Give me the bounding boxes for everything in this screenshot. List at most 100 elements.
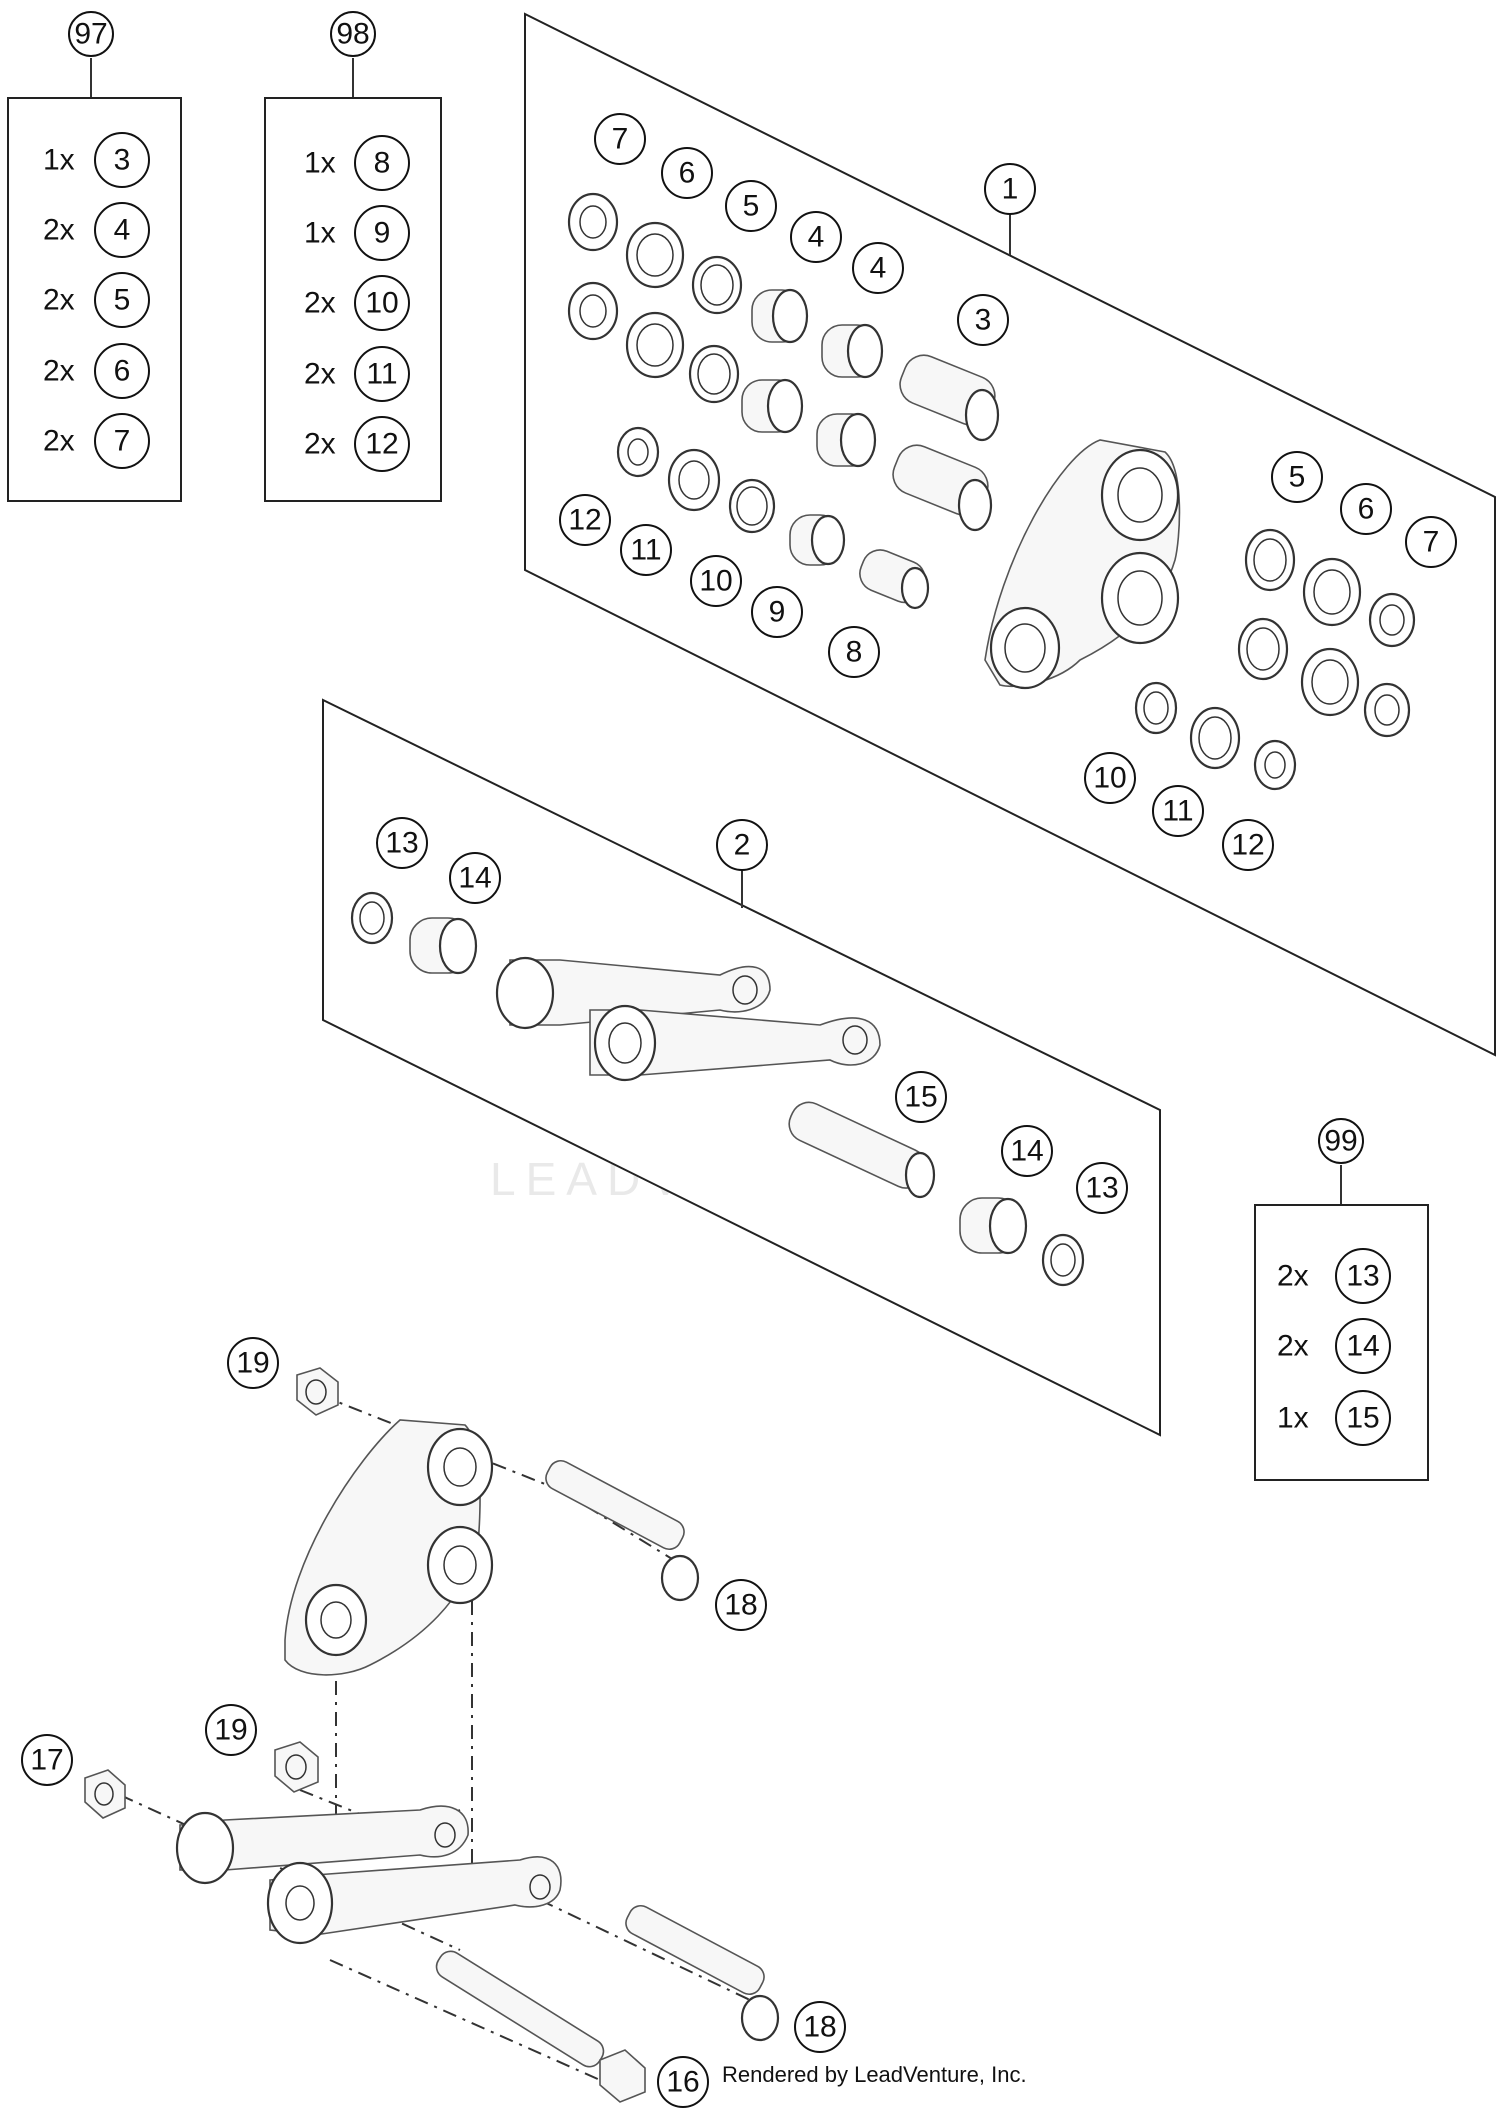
bolt-18-lower (625, 1904, 780, 2042)
svg-text:11: 11 (1162, 795, 1193, 828)
kit-98-row-5: 2x 12 (304, 416, 410, 472)
nut-19-upper (296, 1367, 339, 1416)
part-number: 4 (114, 214, 131, 247)
pull-rod-parts (350, 891, 1085, 1287)
part-number: 8 (374, 147, 391, 180)
svg-text:12: 12 (568, 504, 601, 537)
svg-text:7: 7 (612, 123, 629, 156)
svg-text:19: 19 (214, 1714, 247, 1747)
part-number: 15 (1346, 1402, 1379, 1435)
qty: 2x (43, 284, 75, 317)
qty: 1x (304, 147, 336, 180)
svg-text:13: 13 (1085, 1172, 1118, 1205)
svg-text:6: 6 (679, 157, 696, 190)
svg-text:9: 9 (769, 596, 786, 629)
part-number: 6 (114, 355, 131, 388)
part-number: 11 (366, 358, 397, 391)
kit-98-row-2: 1x 9 (304, 205, 410, 261)
svg-text:13: 13 (385, 827, 418, 860)
callout-part-10: 10 (690, 555, 742, 607)
assembly-1-panel: 1 (524, 12, 1496, 1057)
qty: 1x (304, 217, 336, 250)
part-number: 13 (1346, 1260, 1379, 1293)
svg-text:18: 18 (724, 1589, 757, 1622)
callout-part-12: 12 (559, 494, 611, 546)
qty: 2x (43, 425, 75, 458)
svg-text:19: 19 (236, 1347, 269, 1380)
part-number: 10 (365, 287, 398, 320)
assembly-2-callout: 2 (716, 819, 768, 871)
callout-part-11: 11 (1152, 785, 1204, 837)
kit-97-row-4: 2x 6 (43, 343, 150, 399)
callout-part-10: 10 (1084, 752, 1136, 804)
callout-part-13: 13 (376, 817, 428, 869)
callout-part-5: 5 (725, 180, 777, 232)
kit-97-row-5: 2x 7 (43, 413, 150, 469)
svg-text:16: 16 (666, 2066, 699, 2099)
qty: 2x (304, 428, 336, 461)
svg-text:11: 11 (630, 534, 661, 567)
kit-99-row-1: 2x 13 (1277, 1248, 1391, 1304)
assembly-1-callout: 1 (984, 163, 1036, 215)
footer-credit: Rendered by LeadVenture, Inc. (722, 2062, 1027, 2087)
qty: 1x (1277, 1402, 1309, 1435)
callout-part-6: 6 (661, 147, 713, 199)
svg-text:10: 10 (699, 565, 732, 598)
callout-part-16: 16 (657, 2056, 709, 2108)
rocker-link-installed (284, 1419, 494, 1676)
part-number: 9 (374, 217, 391, 250)
kit-97-row-2: 2x 4 (43, 202, 150, 258)
qty: 2x (1277, 1330, 1309, 1363)
installed-linkage: 19 18 19 17 18 16 (21, 1337, 846, 2108)
svg-text:10: 10 (1093, 762, 1126, 795)
pull-rods-installed (175, 1805, 562, 1945)
kit-98-number: 98 (336, 18, 369, 51)
callout-part-19: 19 (227, 1337, 279, 1389)
rocker-link-body (984, 439, 1181, 690)
callout-part-18: 18 (715, 1579, 767, 1631)
bolt-16 (435, 1950, 646, 2103)
callout-part-7: 7 (594, 113, 646, 165)
svg-text:5: 5 (1289, 461, 1306, 494)
bearing-parts-left (567, 192, 1000, 610)
callout-part-17: 17 (21, 1734, 73, 1786)
callout-part-6: 6 (1340, 483, 1392, 535)
kit-97-callout: 97 (68, 11, 114, 57)
qty: 2x (43, 355, 75, 388)
callout-part-15: 15 (895, 1071, 947, 1123)
svg-text:14: 14 (458, 862, 491, 895)
qty: 2x (1277, 1260, 1309, 1293)
bolt-18-upper (545, 1459, 700, 1602)
svg-text:12: 12 (1231, 829, 1264, 862)
callout-part-7: 7 (1405, 516, 1457, 568)
qty: 2x (43, 214, 75, 247)
callout-part-19: 19 (205, 1704, 257, 1756)
kit-99-row-3: 1x 15 (1277, 1390, 1391, 1446)
callout-part-8: 8 (828, 626, 880, 678)
svg-text:8: 8 (846, 636, 863, 669)
qty: 2x (304, 358, 336, 391)
svg-text:14: 14 (1010, 1135, 1043, 1168)
part-number: 12 (365, 428, 398, 461)
svg-text:7: 7 (1423, 526, 1440, 559)
kit-98-callout: 98 (330, 11, 376, 57)
svg-text:4: 4 (870, 252, 887, 285)
svg-text:18: 18 (803, 2011, 836, 2044)
nut-17 (84, 1769, 126, 1819)
nut-19-lower (274, 1741, 319, 1793)
kit-98-row-1: 1x 8 (304, 135, 410, 191)
callout-part-14: 14 (449, 852, 501, 904)
kit-98-row-4: 2x 11 (304, 346, 410, 402)
part-number: 7 (114, 425, 131, 458)
svg-text:4: 4 (808, 221, 825, 254)
svg-text:17: 17 (30, 1744, 63, 1777)
callout-part-3: 3 (957, 294, 1009, 346)
svg-text:15: 15 (904, 1081, 937, 1114)
